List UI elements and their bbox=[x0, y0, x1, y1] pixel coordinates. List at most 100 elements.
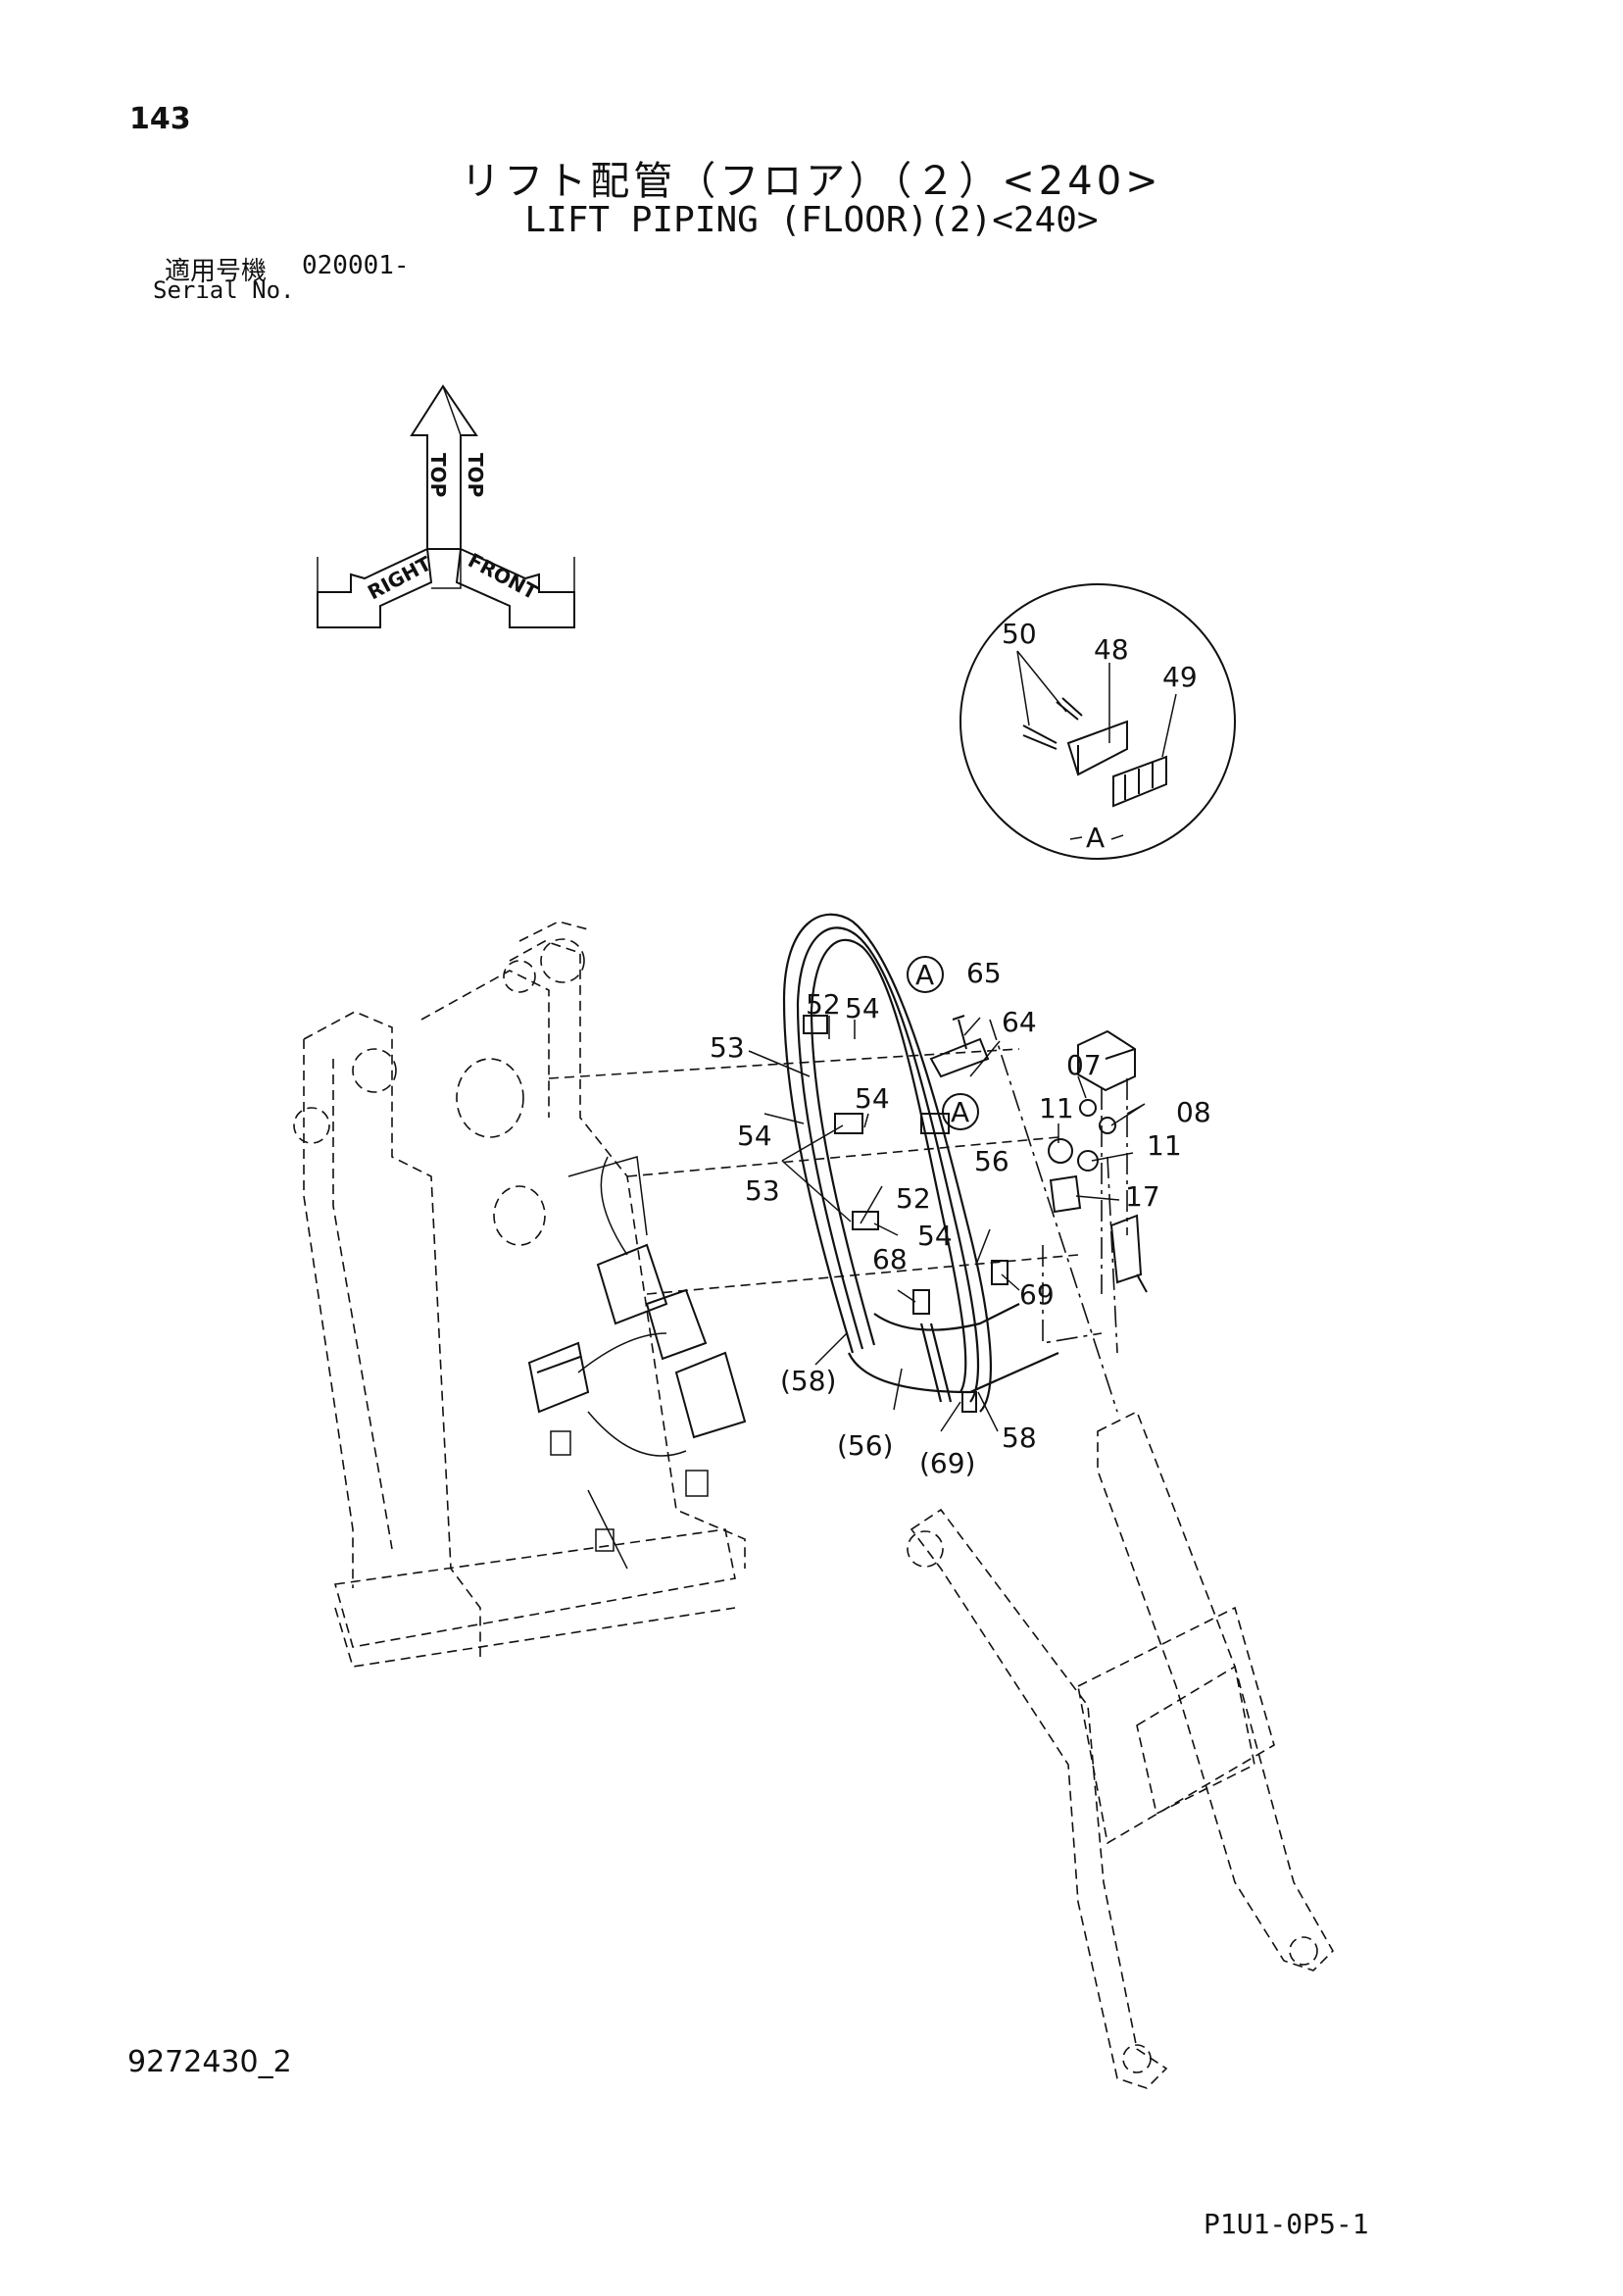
sheet-code: P1U1-0P5-1 bbox=[1204, 2208, 1369, 2240]
page-title-japanese: リフト配管（フロア）（２）<240> bbox=[461, 159, 1162, 204]
ref-a-circle-2 bbox=[942, 1093, 979, 1130]
callout-52-mid: 52 bbox=[896, 1182, 931, 1215]
callout-11-left: 11 bbox=[1039, 1092, 1074, 1124]
callout-54-left: 54 bbox=[737, 1120, 772, 1152]
fitting-08 bbox=[1099, 1117, 1116, 1134]
detail-label-48: 48 bbox=[1094, 633, 1129, 666]
drawing-number: 9272430_2 bbox=[127, 2045, 292, 2079]
top-arrow-shade bbox=[412, 385, 462, 436]
fitting-11b bbox=[1077, 1150, 1099, 1172]
lift-arm bbox=[907, 1019, 1334, 2089]
bolt-65 bbox=[952, 1015, 967, 1050]
top-label-shadow: TOP bbox=[426, 453, 450, 497]
callout-58-paren: (58) bbox=[780, 1365, 836, 1397]
serial-value: 020001- bbox=[302, 251, 410, 280]
hose-loop-inner bbox=[796, 926, 980, 1403]
valve-fitting-a bbox=[550, 1430, 571, 1456]
callout-53-top: 53 bbox=[710, 1031, 745, 1064]
top-arrow-outline bbox=[410, 384, 478, 550]
valve-body-1 bbox=[527, 1341, 590, 1414]
detail-label-50: 50 bbox=[1002, 618, 1037, 650]
detail-bracket bbox=[1066, 720, 1128, 776]
detail-label-49: 49 bbox=[1162, 661, 1198, 693]
callout-64: 64 bbox=[1002, 1006, 1037, 1038]
callout-68: 68 bbox=[872, 1243, 908, 1275]
fitting-11a bbox=[1048, 1138, 1073, 1164]
serial-label-japanese: 適用号機 bbox=[165, 257, 268, 286]
valve-piping bbox=[567, 1156, 687, 1570]
ref-a-1: A bbox=[915, 959, 934, 991]
right-side-fittings bbox=[929, 1015, 1148, 1344]
callout-53-mid: 53 bbox=[745, 1174, 780, 1207]
hose-clamp-3 bbox=[920, 1113, 950, 1134]
callout-08: 08 bbox=[1176, 1096, 1211, 1128]
lift-arm-pin-1 bbox=[907, 1530, 944, 1568]
frame-pin-left-mid bbox=[293, 1107, 330, 1144]
lift-hoses bbox=[782, 913, 1059, 1413]
page-number: 143 bbox=[129, 102, 191, 136]
callout-56-paren: (56) bbox=[837, 1429, 893, 1462]
valve-body-4 bbox=[674, 1351, 747, 1439]
callout-labels: A A 65 64 52 54 53 07 08 11 11 54 54 53 … bbox=[710, 956, 1211, 1479]
callout-54-low: 54 bbox=[917, 1220, 953, 1252]
right-arrow-outline bbox=[317, 547, 433, 628]
hose-fitting-69 bbox=[991, 1260, 1008, 1285]
lift-arm-centerline bbox=[989, 1019, 1118, 1413]
detail-circle bbox=[959, 583, 1236, 860]
lift-arm-right bbox=[1097, 1410, 1334, 1972]
hose-clamp-2 bbox=[834, 1113, 863, 1134]
callout-54-mid: 54 bbox=[855, 1082, 890, 1115]
fitting-centerlines bbox=[1042, 1078, 1128, 1344]
hose-fitting-69p bbox=[961, 1391, 977, 1413]
ref-a-2: A bbox=[951, 1096, 969, 1128]
leader-lines bbox=[748, 1016, 1146, 1432]
hose-loop-outer bbox=[782, 913, 992, 1413]
lift-arm-pin-3 bbox=[1289, 1936, 1318, 1966]
frame-pin-right-top bbox=[540, 938, 585, 983]
callout-52-top: 52 bbox=[806, 988, 841, 1021]
top-label: TOP bbox=[464, 453, 487, 497]
frame-pin-left-top bbox=[352, 1048, 397, 1093]
detail-leaders bbox=[1016, 650, 1177, 840]
detail-clamp bbox=[1112, 755, 1167, 808]
hose-clamp-4 bbox=[852, 1211, 879, 1230]
lift-arm-outer bbox=[910, 1508, 1168, 2089]
lift-arm-crossbeam bbox=[1077, 1606, 1275, 1845]
valve-body-3 bbox=[645, 1288, 708, 1361]
frame-base bbox=[333, 1528, 736, 1668]
callout-17: 17 bbox=[1125, 1180, 1160, 1213]
detail-name: A bbox=[1086, 822, 1105, 854]
frame-boss-2 bbox=[493, 1185, 546, 1246]
bracket-lower-right bbox=[1109, 1214, 1148, 1293]
callout-56: 56 bbox=[974, 1145, 1009, 1177]
callout-54-top: 54 bbox=[845, 992, 880, 1024]
frame-right-tower bbox=[420, 921, 746, 1569]
frame-left-tower bbox=[303, 1011, 481, 1657]
callout-65: 65 bbox=[966, 957, 1002, 989]
valve-body-2 bbox=[596, 1243, 668, 1325]
frame-boss-1 bbox=[456, 1058, 524, 1138]
front-arrow-outline bbox=[455, 547, 575, 628]
page-title-english: LIFT PIPING (FLOOR)(2)<240> bbox=[524, 200, 1099, 240]
hose-loop-3 bbox=[810, 938, 967, 1393]
lift-arm-pin-2 bbox=[1122, 2044, 1152, 2073]
hose-fitting-68 bbox=[912, 1289, 930, 1315]
detail-view-a: 50 48 49 A bbox=[959, 583, 1236, 860]
hose-lower-run-3 bbox=[919, 1323, 953, 1403]
control-valve-cluster bbox=[527, 1156, 747, 1570]
ref-a-circle-1 bbox=[907, 956, 944, 993]
hose-lower-run-2 bbox=[873, 1303, 1020, 1331]
callout-69-paren: (69) bbox=[919, 1447, 975, 1479]
detail-bolts bbox=[1022, 697, 1083, 750]
hose-clamp-1 bbox=[803, 1015, 828, 1034]
callout-58: 58 bbox=[1002, 1422, 1037, 1454]
hose-lower-run-1 bbox=[848, 1351, 1059, 1394]
serial-label-english: Serial No. bbox=[153, 276, 295, 304]
frame-pin-right-mid bbox=[503, 960, 536, 993]
front-frame-structure bbox=[293, 921, 1079, 1668]
orientation-indicator: TOP TOP RIGHT FRONT bbox=[317, 384, 575, 628]
fitting-17 bbox=[1049, 1174, 1082, 1214]
bracket-64 bbox=[929, 1037, 990, 1078]
callout-07: 07 bbox=[1066, 1049, 1102, 1081]
